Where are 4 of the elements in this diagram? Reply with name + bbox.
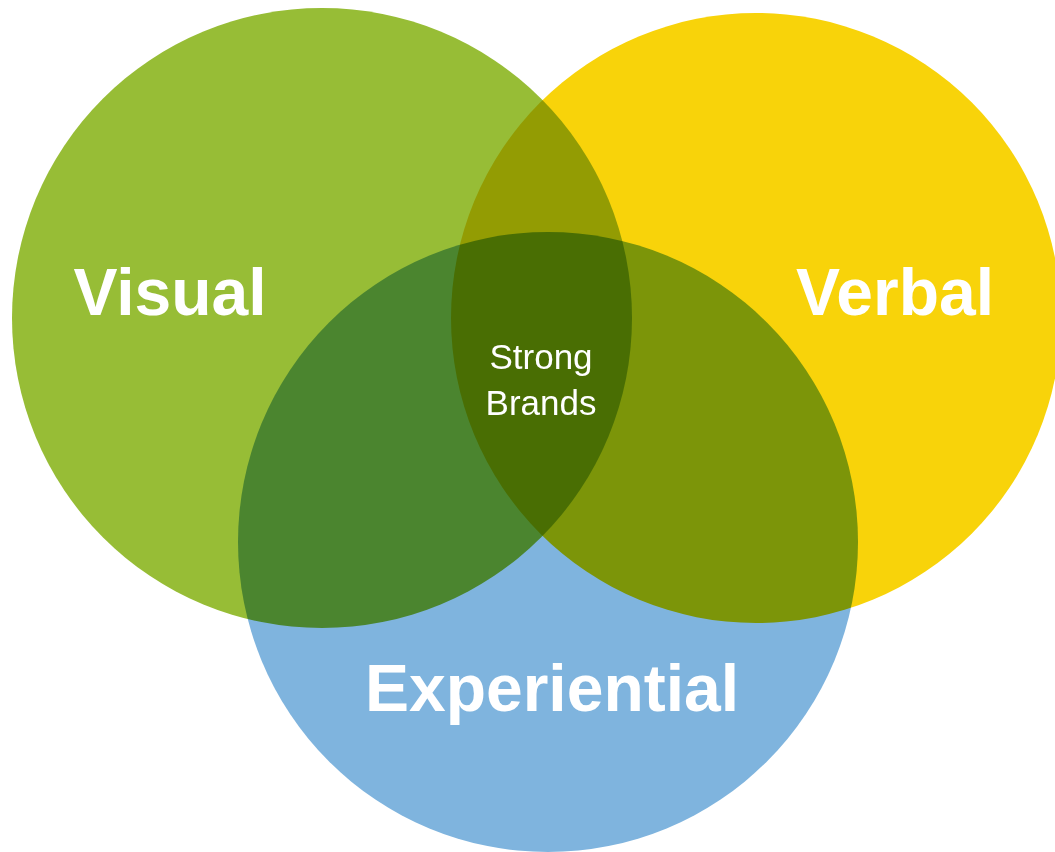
circle-label: Verbal <box>795 254 995 330</box>
center-label: Strong Brands <box>484 336 598 424</box>
circle-label: Experiential <box>364 650 740 726</box>
circle-label: Visual <box>73 254 267 330</box>
